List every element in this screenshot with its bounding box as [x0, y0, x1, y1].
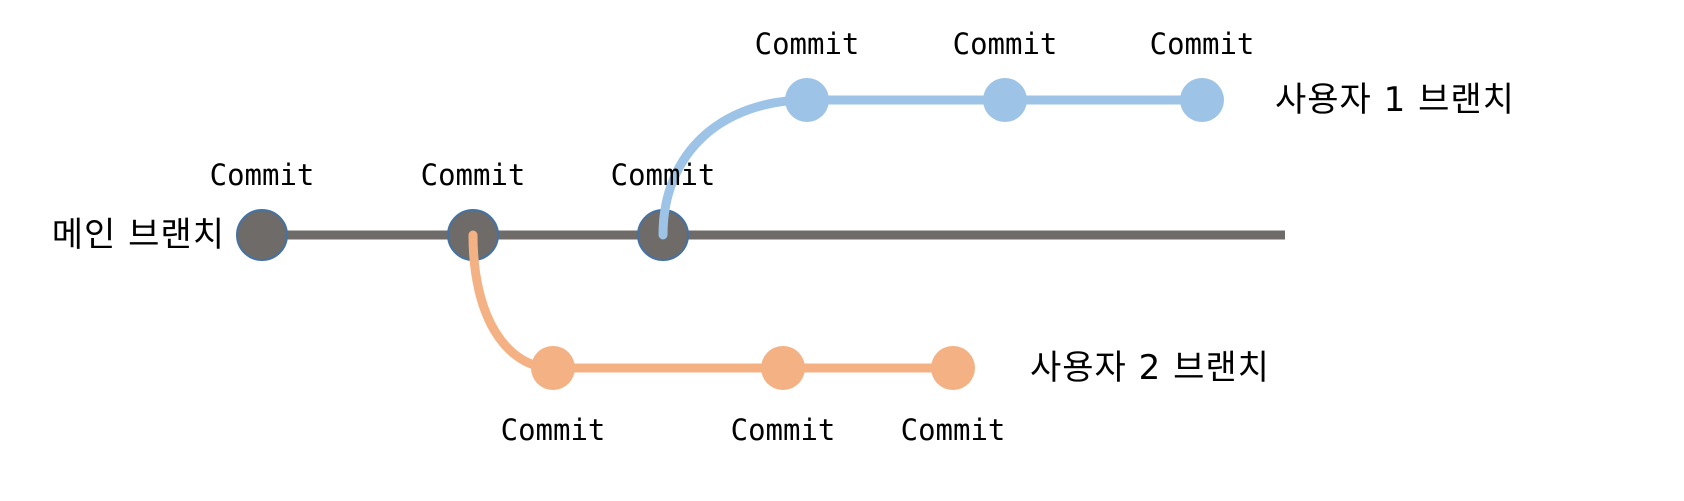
fork-curve-user1 [658, 95, 812, 240]
commit-label-main-1: Commit [209, 158, 315, 192]
commit-node-user1-3[interactable] [1180, 78, 1224, 122]
branch-name-main: 메인 브랜치 [51, 215, 225, 255]
commit-label-user2-1: Commit [500, 413, 606, 447]
commit-node-user1-1[interactable] [785, 78, 829, 122]
commit-label-main-2: Commit [420, 158, 526, 192]
branch-name-user1: 사용자 1 브랜치 [1275, 80, 1515, 120]
commit-node-main-1[interactable] [236, 209, 288, 261]
branch-name-user2: 사용자 2 브랜치 [1030, 348, 1270, 388]
commit-label-user1-2: Commit [952, 27, 1058, 61]
commit-label-user1-3: Commit [1149, 27, 1255, 61]
commit-label-user1-1: Commit [754, 27, 860, 61]
commit-node-user2-1[interactable] [531, 346, 575, 390]
commit-label-main-3: Commit [610, 158, 716, 192]
commit-node-user2-2[interactable] [761, 346, 805, 390]
commit-node-user1-2[interactable] [983, 78, 1027, 122]
commit-node-user2-3[interactable] [931, 346, 975, 390]
commit-label-user2-3: Commit [900, 413, 1006, 447]
commit-label-user2-2: Commit [730, 413, 836, 447]
